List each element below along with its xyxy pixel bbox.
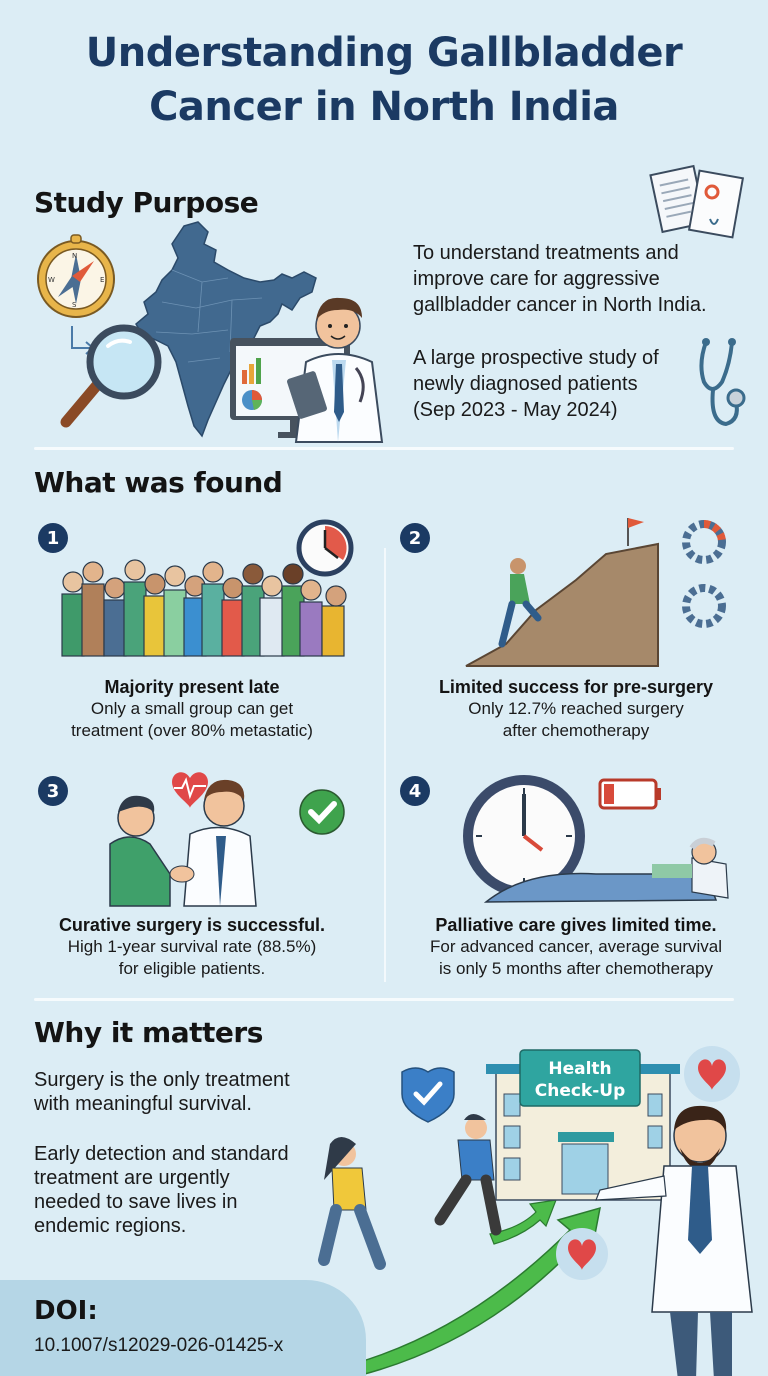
svg-text:S: S bbox=[72, 301, 77, 309]
finding-1-title: Majority present late bbox=[104, 677, 280, 697]
finding-2-desc-line2: after chemotherapy bbox=[502, 721, 650, 740]
study-purpose-heading: Study Purpose bbox=[34, 186, 259, 219]
stethoscope-icon bbox=[699, 338, 746, 427]
documents-icon bbox=[649, 164, 745, 239]
findings-heading: What was found bbox=[34, 466, 283, 499]
health-checkup-illustration: Health Check-Up bbox=[318, 1046, 753, 1376]
svg-text:W: W bbox=[48, 276, 55, 284]
doi-value[interactable]: 10.1007/s12029-026-01425-x bbox=[34, 1335, 284, 1356]
finding-2-number-badge: 2 bbox=[400, 523, 430, 553]
finding-1-desc-line2: treatment (over 80% metastatic) bbox=[71, 721, 313, 740]
svg-text:E: E bbox=[100, 276, 104, 284]
title-line-2: Cancer in North India bbox=[149, 84, 619, 130]
finding-2-desc-line1: Only 12.7% reached surgery bbox=[468, 699, 684, 718]
sign-line-2: Check-Up bbox=[535, 1081, 626, 1101]
section-divider bbox=[34, 998, 734, 1001]
doctor-with-tablet bbox=[287, 297, 384, 443]
sign-line-1: Health bbox=[548, 1059, 611, 1079]
title-line-1: Understanding Gallbladder bbox=[85, 30, 683, 76]
finding-4-title: Palliative care gives limited time. bbox=[435, 915, 717, 935]
climber-mountain-illustration bbox=[465, 518, 726, 667]
finding-2-title: Limited success for pre-surgery bbox=[438, 677, 714, 697]
clock-patient-illustration bbox=[463, 775, 729, 903]
purpose-paragraph-2: A large prospective study of newly diagn… bbox=[413, 347, 659, 421]
findings-vertical-divider bbox=[384, 548, 386, 982]
why-heading: Why it matters bbox=[34, 1016, 263, 1049]
finding-3-title: Curative surgery is successful. bbox=[58, 915, 326, 935]
finding-1-desc-line1: Only a small group can get bbox=[90, 699, 294, 718]
finding-1: Majority present late Only a small group… bbox=[0, 676, 384, 742]
india-map bbox=[135, 221, 317, 438]
finding-4-desc-line1: For advanced cancer, average survival bbox=[430, 937, 722, 956]
finding-1-number-badge: 1 bbox=[38, 523, 68, 553]
why-paragraph-1: Surgery is the only treatment with meani… bbox=[34, 1069, 290, 1115]
doi-label: DOI: bbox=[34, 1296, 98, 1326]
finding-4: Palliative care gives limited time. For … bbox=[384, 914, 768, 980]
section-divider bbox=[34, 447, 734, 450]
finding-3-desc-line2: for eligible patients. bbox=[118, 959, 266, 978]
finding-4-number-badge: 4 bbox=[400, 776, 430, 806]
handshake-illustration bbox=[109, 772, 345, 907]
magnifier-icon bbox=[60, 324, 162, 428]
page-title: Understanding Gallbladder Cancer in Nort… bbox=[0, 26, 768, 134]
purpose-paragraph-1: To understand treatments and improve car… bbox=[413, 242, 707, 316]
crowd-illustration bbox=[61, 519, 354, 657]
finding-2: Limited success for pre-surgery Only 12.… bbox=[384, 676, 768, 742]
svg-text:N: N bbox=[72, 252, 77, 260]
doi-panel bbox=[0, 1280, 366, 1376]
finding-3-number-badge: 3 bbox=[38, 776, 68, 806]
compass-icon: N S W E bbox=[37, 234, 115, 318]
why-paragraph-2: Early detection and standard treatment a… bbox=[34, 1143, 289, 1237]
finding-3: Curative surgery is successful. High 1-y… bbox=[0, 914, 384, 980]
finding-3-desc-line1: High 1-year survival rate (88.5%) bbox=[67, 937, 317, 956]
finding-4-desc-line2: is only 5 months after chemotherapy bbox=[438, 959, 714, 978]
